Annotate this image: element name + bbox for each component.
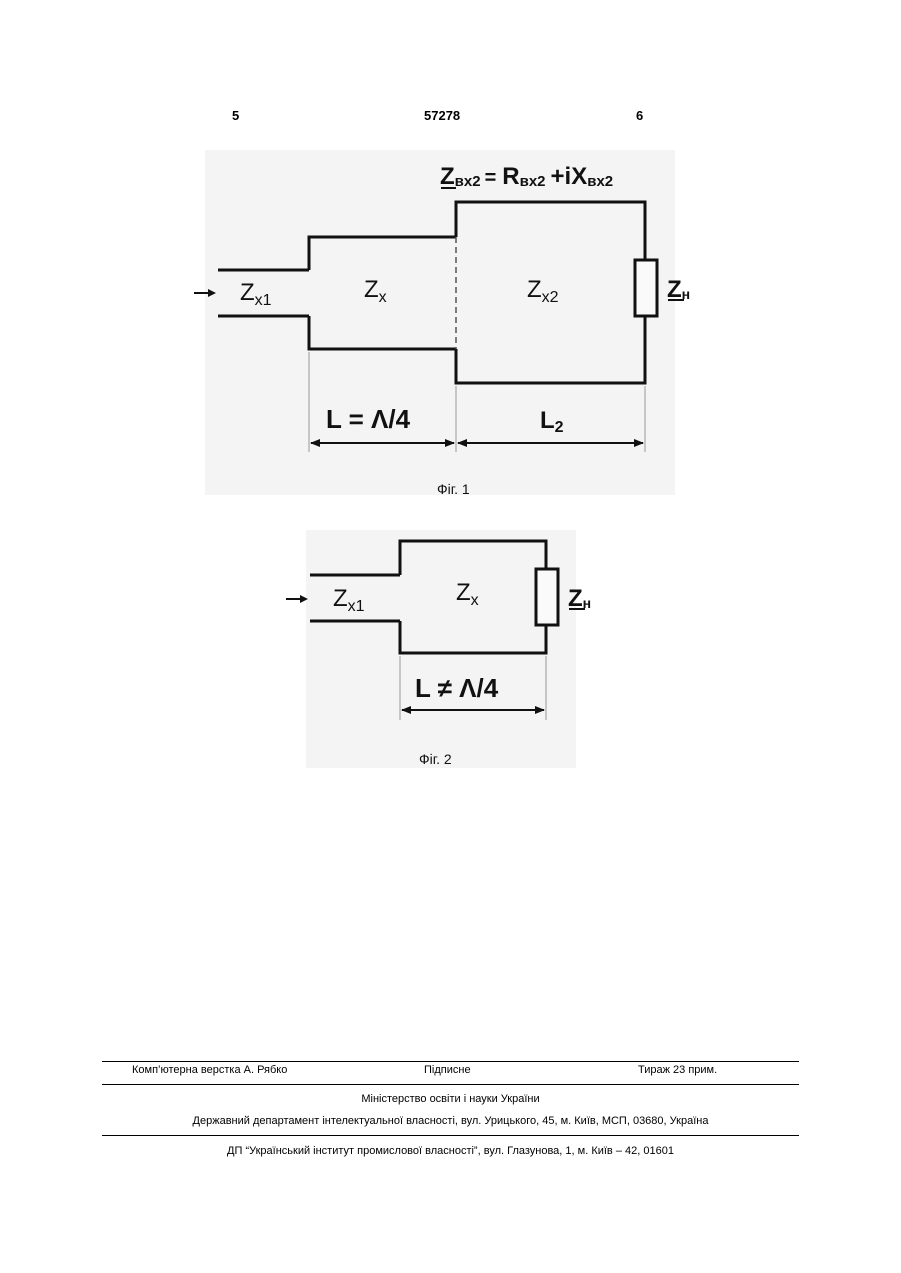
zx-section-bottom — [309, 316, 456, 349]
label-zx1: Z — [240, 279, 255, 306]
svg-text:Zx1: Zx1 — [240, 279, 272, 309]
fig2-dim-label: L ≠ Λ/4 — [415, 673, 499, 703]
fig2-label-zx1-sub: x1 — [348, 598, 365, 615]
footer-divider-top — [102, 1061, 799, 1062]
footer-signed: Підписне — [424, 1064, 471, 1076]
figure-2-caption: Фіг. 2 — [419, 751, 452, 767]
fig2-section-bottom — [400, 621, 546, 653]
footer-institute: ДП “Український інститут промислової вла… — [102, 1145, 799, 1157]
fig2-dim-arrow-start-icon — [401, 706, 411, 714]
dim-label-right-sub: 2 — [555, 419, 564, 436]
svg-text:Zвх2=Rвх2+iXвх2: Zвх2=Rвх2+iXвх2 — [440, 163, 613, 190]
fig2-dim-arrow-end-icon — [535, 706, 545, 714]
formula-eq: = — [485, 167, 497, 189]
load-resistor-2 — [536, 569, 558, 625]
label-zx2-sub: x2 — [542, 289, 559, 306]
dim-label-left: L = Λ/4 — [326, 404, 411, 434]
footer-divider-3 — [102, 1135, 799, 1136]
formula-x-sub: вх2 — [587, 173, 613, 190]
fig2-label-zx1: Z — [333, 585, 348, 612]
svg-text:Zx2: Zx2 — [527, 276, 559, 306]
figure-1-caption: Фіг. 1 — [437, 481, 470, 497]
dim-arrow-left-start-icon — [310, 439, 320, 447]
input-arrowhead-icon — [208, 289, 216, 297]
svg-text:Zx: Zx — [456, 579, 479, 609]
formula-r-sub: вх2 — [520, 173, 546, 190]
formula-z: Z — [440, 163, 455, 190]
zx-section-top — [309, 237, 456, 270]
footer-department: Державний департамент інтелектуальної вл… — [102, 1115, 799, 1127]
label-zx: Z — [364, 276, 379, 303]
footer-ministry: Міністерство освіти і науки України — [102, 1093, 799, 1105]
svg-text:Zx: Zx — [364, 276, 387, 306]
figure-1-diagram: Zвх2=Rвх2+iXвх2 Zx1 Zx Zx2 Zн L = Λ/4 L2… — [0, 0, 901, 520]
footer-circulation: Тираж 23 прим. — [638, 1064, 717, 1076]
svg-text:Zx1: Zx1 — [333, 585, 365, 615]
dim-arrow-right-end-icon — [634, 439, 644, 447]
svg-text:Zн: Zн — [568, 585, 591, 612]
label-zn: Z — [667, 276, 682, 303]
footer-typesetting: Комп’ютерна верстка А. Рябко — [132, 1064, 287, 1076]
label-zx2: Z — [527, 276, 542, 303]
formula-plus-ix: +iX — [551, 163, 588, 190]
fig2-input-arrowhead-icon — [300, 595, 308, 603]
formula-r: R — [502, 163, 519, 190]
zx2-section-bottom — [456, 316, 645, 383]
label-zx-sub: x — [379, 289, 387, 306]
figure-2-diagram: Zx1 Zx Zн L ≠ Λ/4 Фіг. 2 — [0, 520, 901, 780]
fig2-label-zn: Z — [568, 585, 583, 612]
label-zx1-sub: x1 — [255, 292, 272, 309]
dim-arrow-left-end-icon — [445, 439, 455, 447]
load-resistor-1 — [635, 260, 657, 316]
svg-text:L2: L2 — [540, 407, 564, 436]
fig2-label-zx: Z — [456, 579, 471, 606]
svg-text:Zн: Zн — [667, 276, 690, 303]
zx2-section-top — [456, 202, 645, 262]
formula-z-sub: вх2 — [455, 173, 481, 190]
footer-divider-2 — [102, 1084, 799, 1085]
fig2-section-top — [400, 541, 546, 575]
dim-label-right: L — [540, 407, 555, 434]
dim-arrow-right-start-icon — [457, 439, 467, 447]
fig2-label-zx-sub: x — [471, 592, 479, 609]
